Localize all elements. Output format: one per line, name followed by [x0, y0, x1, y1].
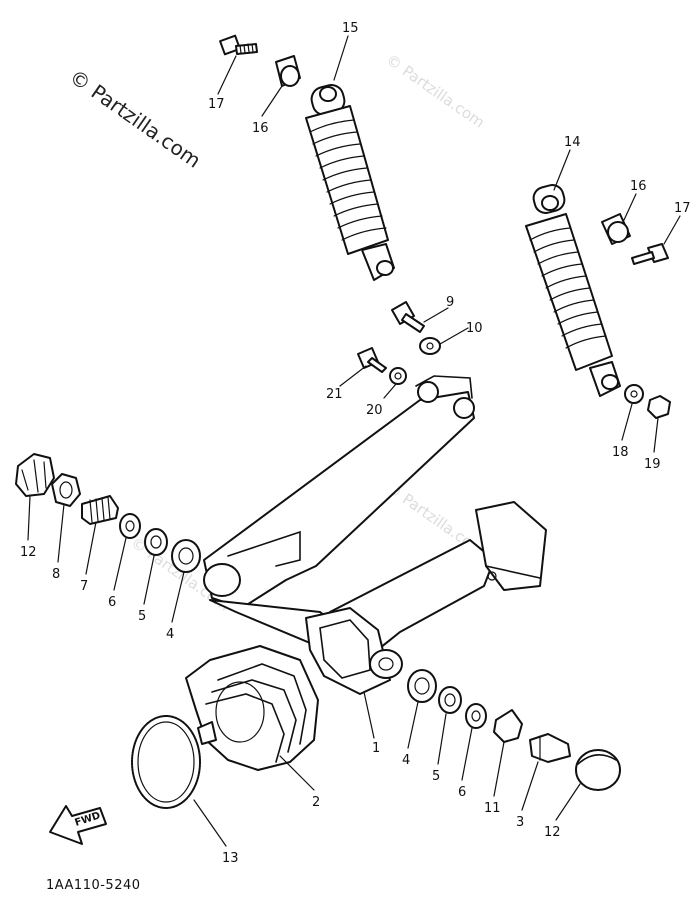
rear-shock-left[interactable] [305, 82, 395, 281]
callout-8: 8 [52, 567, 60, 582]
bearing-4-right[interactable] [407, 669, 437, 703]
bushing-6-left[interactable] [119, 513, 141, 539]
swing-arm[interactable] [203, 375, 547, 695]
bolt-17-right[interactable] [631, 243, 669, 265]
plate-11[interactable] [493, 709, 523, 743]
callout-5-right: 5 [432, 769, 440, 784]
callout-numbers: 15 17 16 14 16 17 9 10 21 20 18 19 12 8 … [20, 21, 691, 866]
callout-4-right: 4 [402, 753, 410, 768]
callout-16-left: 16 [252, 121, 269, 136]
callout-1: 1 [372, 741, 380, 756]
callout-20: 20 [366, 403, 383, 418]
seal-5-right[interactable] [438, 686, 462, 714]
watermark-main: © Partzilla.com [65, 64, 205, 172]
nut-19[interactable] [647, 395, 671, 419]
callout-9: 9 [446, 295, 454, 310]
collar-16-left[interactable] [275, 55, 301, 87]
washer-20[interactable] [389, 367, 407, 385]
ring-13[interactable] [131, 715, 201, 809]
cap-12-left[interactable] [15, 453, 55, 497]
callout-2: 2 [312, 795, 320, 810]
collar-16-right[interactable] [601, 213, 631, 245]
callout-5-left: 5 [138, 609, 146, 624]
bearing-4-left[interactable] [171, 539, 201, 573]
callout-15: 15 [342, 21, 359, 36]
cap-12-right[interactable] [575, 749, 621, 791]
callout-21: 21 [326, 387, 343, 402]
watermark-faint-top: © Partzilla.com [383, 51, 488, 132]
callout-14: 14 [564, 135, 581, 150]
callout-17-left: 17 [208, 97, 225, 112]
leader-lines [27, 35, 681, 847]
diagram-code: 1AA110-5240 [46, 878, 141, 893]
callout-18: 18 [612, 445, 629, 460]
bolt-21[interactable] [357, 347, 387, 373]
nut-8[interactable] [51, 473, 81, 507]
rear-shock-right[interactable] [525, 183, 621, 397]
nut-10[interactable] [419, 337, 441, 355]
callout-7: 7 [80, 579, 88, 594]
callout-4-left: 4 [166, 627, 174, 642]
callout-6-left: 6 [108, 595, 116, 610]
bolt-9[interactable] [391, 301, 425, 333]
callout-19: 19 [644, 457, 661, 472]
fwd-arrow-icon: FWD [49, 805, 107, 845]
drive-housing-2[interactable] [185, 645, 319, 771]
pivot-shaft-3[interactable] [529, 733, 571, 763]
pivot-shaft-7[interactable] [81, 495, 119, 525]
bolt-17-left[interactable] [219, 34, 258, 56]
callout-3: 3 [516, 815, 524, 830]
callout-12-right: 12 [544, 825, 561, 840]
callout-6-right: 6 [458, 785, 466, 800]
washer-18[interactable] [624, 384, 644, 404]
seal-5-left[interactable] [144, 528, 168, 556]
bushing-6-right[interactable] [465, 703, 487, 729]
callout-17-right: 17 [674, 201, 691, 216]
callout-12-left: 12 [20, 545, 37, 560]
callout-11: 11 [484, 801, 501, 816]
callout-13: 13 [222, 851, 239, 866]
callout-16-right: 16 [630, 179, 647, 194]
callout-10: 10 [466, 321, 483, 336]
